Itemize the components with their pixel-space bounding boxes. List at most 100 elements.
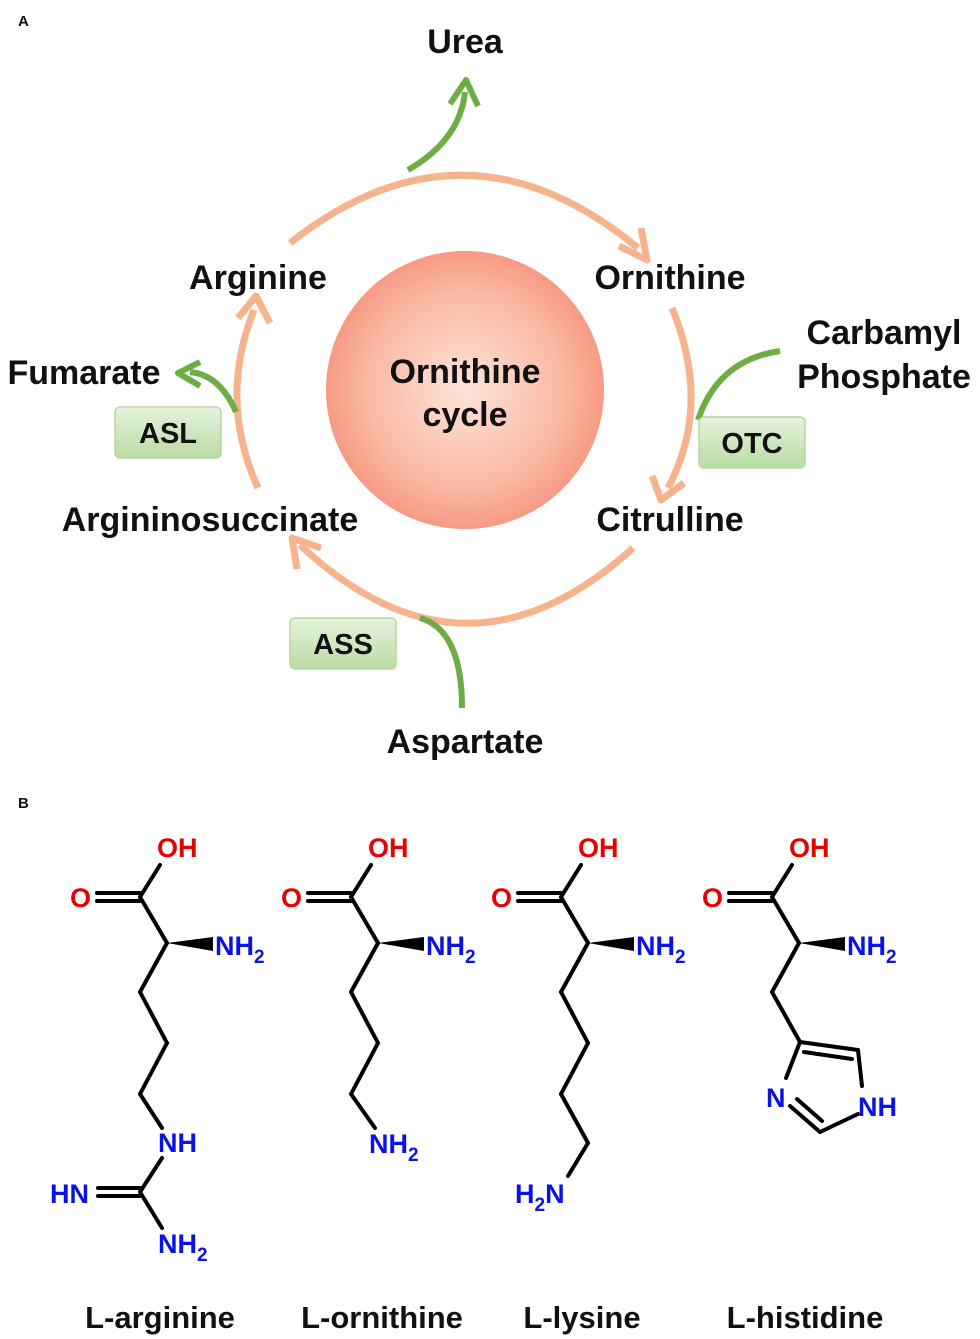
arrow-fumarate xyxy=(189,369,239,414)
arrowhead-arginine xyxy=(235,292,274,325)
atom-o: O xyxy=(702,883,723,913)
atom-o: O xyxy=(70,883,91,913)
bond xyxy=(770,941,801,994)
arrow-carbamyl-phosphate xyxy=(695,348,781,421)
atom-o: O xyxy=(491,883,512,913)
bond xyxy=(138,1092,164,1130)
label-carbamyl-line2: Phosphate xyxy=(797,358,971,396)
label-carbamyl-line1: Carbamyl xyxy=(807,314,962,352)
atom-nh2: NH2 xyxy=(426,931,476,968)
cycle-arrows xyxy=(233,171,695,627)
arrowhead-fumarate xyxy=(175,359,202,389)
atom-h2n: H2N xyxy=(515,1179,565,1216)
arrowhead-urea xyxy=(447,77,481,108)
arrowhead-ornithine xyxy=(617,227,651,264)
arrowhead-argininosuccinate xyxy=(288,534,323,570)
atom-n-ring: N xyxy=(766,1083,786,1113)
arrow-aspartate xyxy=(419,615,465,709)
panel-b-letter: B xyxy=(18,795,29,812)
label-ornithine: Ornithine xyxy=(594,259,745,297)
arc-arginine-ornithine xyxy=(287,171,641,251)
structure-l-histidine: OH O NH2 N NH xyxy=(702,833,897,1134)
arrowhead-citrulline xyxy=(648,474,687,504)
side-arrows xyxy=(175,77,781,709)
wedge-bond xyxy=(588,937,634,951)
center-circle xyxy=(326,251,604,529)
structure-l-ornithine: OH O NH2 NH2 xyxy=(281,833,476,1166)
bond xyxy=(138,1041,169,1096)
panel-a-letter: A xyxy=(18,13,29,30)
label-argininosuccinate: Argininosuccinate xyxy=(62,501,359,539)
name-l-arginine: L-arginine xyxy=(85,1300,235,1335)
atom-nh: NH xyxy=(158,1128,197,1158)
atom-nh2-terminal: NH2 xyxy=(369,1129,419,1166)
bond xyxy=(784,1040,802,1080)
bond xyxy=(138,990,169,1045)
bond xyxy=(138,895,169,945)
bond xyxy=(856,1048,864,1088)
bond xyxy=(818,1112,860,1134)
bond xyxy=(559,941,590,994)
enzyme-otc: OTC xyxy=(698,416,806,469)
bond xyxy=(770,863,794,899)
bond xyxy=(138,1190,164,1230)
atom-hn: HN xyxy=(50,1179,89,1209)
atom-nh-ring: NH xyxy=(858,1092,897,1122)
enzyme-box-otc xyxy=(698,416,806,469)
wedge-bond xyxy=(378,937,424,951)
atom-oh: OH xyxy=(578,833,619,863)
center-label-line2: cycle xyxy=(422,396,507,434)
wedge-bond xyxy=(167,937,213,951)
bond xyxy=(138,1156,164,1194)
structure-l-arginine: OH O NH2 NH HN NH2 xyxy=(50,833,265,1266)
bond xyxy=(788,1104,822,1134)
structure-l-lysine: OH O NH2 H2N xyxy=(491,833,686,1216)
bond xyxy=(559,863,583,899)
bond xyxy=(559,895,590,945)
enzyme-box-asl xyxy=(114,406,222,459)
bond xyxy=(802,1050,854,1061)
wedge-bond xyxy=(799,937,845,951)
enzyme-label-otc: OTC xyxy=(721,428,782,460)
name-l-ornithine: L-ornithine xyxy=(301,1300,463,1335)
label-fumarate: Fumarate xyxy=(7,354,160,392)
bond xyxy=(349,941,380,994)
enzyme-label-ass: ASS xyxy=(313,629,373,661)
bond xyxy=(770,990,802,1044)
atom-oh: OH xyxy=(368,833,409,863)
enzyme-ass: ASS xyxy=(289,617,397,670)
label-aspartate: Aspartate xyxy=(387,723,544,761)
bond xyxy=(559,990,590,1045)
center-label-line1: Ornithine xyxy=(389,353,540,391)
bond xyxy=(559,1092,590,1145)
atom-nh2: NH2 xyxy=(636,931,686,968)
bond xyxy=(798,1040,860,1052)
bond xyxy=(349,863,373,899)
bond xyxy=(349,990,380,1045)
bond xyxy=(795,1097,824,1123)
bond xyxy=(770,895,801,945)
bond xyxy=(559,1041,590,1096)
bond xyxy=(138,863,162,899)
atom-nh2: NH2 xyxy=(847,931,897,968)
bond xyxy=(349,895,380,945)
atom-oh: OH xyxy=(157,833,198,863)
bond xyxy=(349,1092,377,1130)
label-arginine: Arginine xyxy=(189,259,327,297)
enzyme-asl: ASL xyxy=(114,406,222,459)
bond xyxy=(138,941,169,994)
bond xyxy=(566,1141,590,1178)
atom-o: O xyxy=(281,883,302,913)
arc-argininosuccinate-arginine xyxy=(233,308,262,490)
enzyme-label-asl: ASL xyxy=(139,418,197,450)
atom-nh2: NH2 xyxy=(215,931,265,968)
name-l-lysine: L-lysine xyxy=(523,1300,640,1335)
enzyme-box-ass xyxy=(289,617,397,670)
bond xyxy=(349,1041,380,1096)
atom-nh2-terminal: NH2 xyxy=(158,1229,208,1266)
label-urea: Urea xyxy=(427,23,504,61)
arc-citrulline-argininosuccinate xyxy=(297,542,636,627)
atom-oh: OH xyxy=(789,833,830,863)
arrow-urea xyxy=(406,91,468,173)
